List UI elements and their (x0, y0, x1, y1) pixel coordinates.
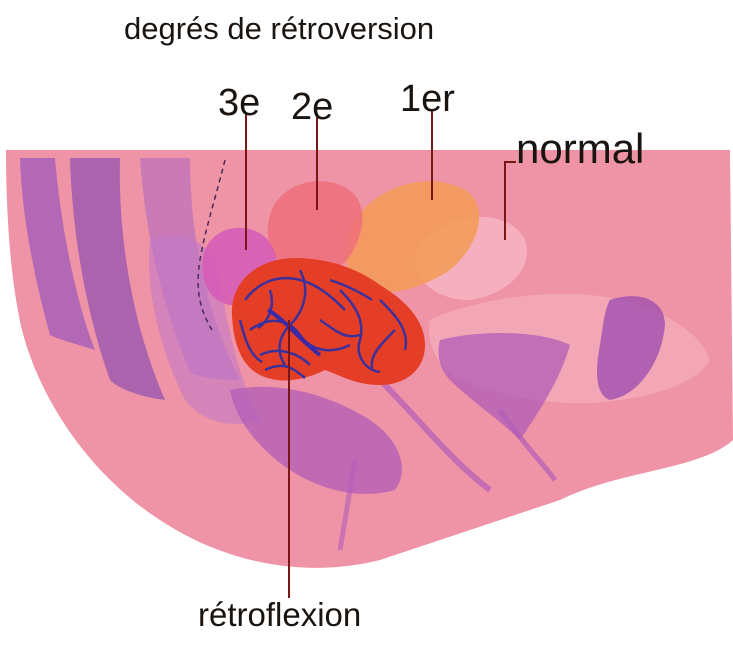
label-retroflexion: rétroflexion (198, 596, 362, 633)
label-third-degree: 3e (218, 82, 261, 124)
ligament-line (377, 377, 492, 493)
label-first-degree: 1er (400, 78, 455, 120)
label-second-degree: 2e (291, 86, 334, 128)
pubic-bone (597, 296, 665, 400)
urethra-region (438, 333, 570, 440)
leader-lines (245, 110, 516, 598)
uterus-first-degree (345, 181, 480, 293)
rectum (149, 235, 260, 424)
leader-line-normal (504, 161, 516, 240)
ligament-line (497, 408, 557, 482)
uterus-retroflexion (231, 258, 425, 385)
vaginal-canal (230, 386, 402, 494)
ligament-line (337, 459, 358, 551)
label-normal: normal (516, 125, 645, 172)
sacrum-band (20, 158, 95, 350)
dashed-outline (197, 159, 226, 331)
sacrum-band (70, 158, 165, 400)
uterus-second-degree (267, 181, 363, 275)
diagram-title: degrés de rétroversion (124, 11, 435, 46)
